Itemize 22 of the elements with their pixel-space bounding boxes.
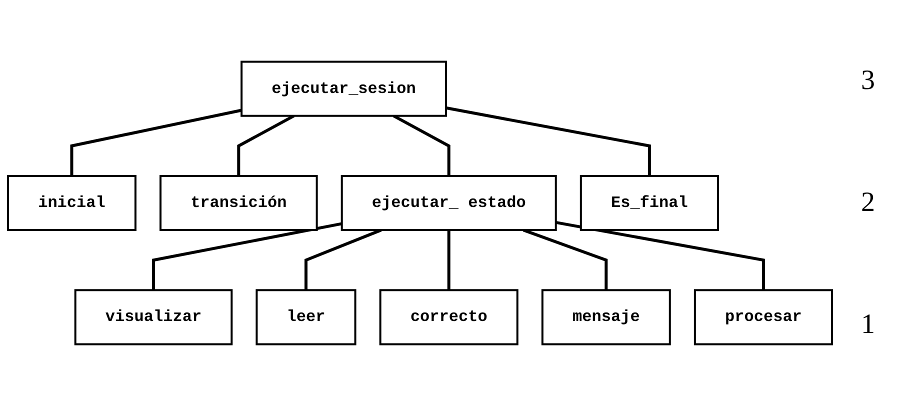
node-box: inicial [7,174,136,232]
node-box: Es_final [580,174,719,232]
node-box: transición [160,174,318,232]
node-box: ejecutar_ estado [340,174,557,232]
level-number: 3 [861,65,875,97]
connector [446,106,651,176]
connector [237,114,295,176]
level-number: 2 [861,187,875,219]
connector [447,230,450,290]
level-number: 1 [861,309,875,341]
connector [304,228,382,290]
connector [522,228,608,290]
node-box: procesar [694,289,833,346]
connector [152,222,342,290]
node-box: visualizar [74,289,233,346]
node-box: correcto [379,289,518,346]
connector [556,220,765,290]
node-box: ejecutar_sesion [240,60,447,117]
connector [392,114,450,176]
connector [70,108,242,176]
node-box: mensaje [541,289,671,346]
node-box: leer [256,289,356,346]
